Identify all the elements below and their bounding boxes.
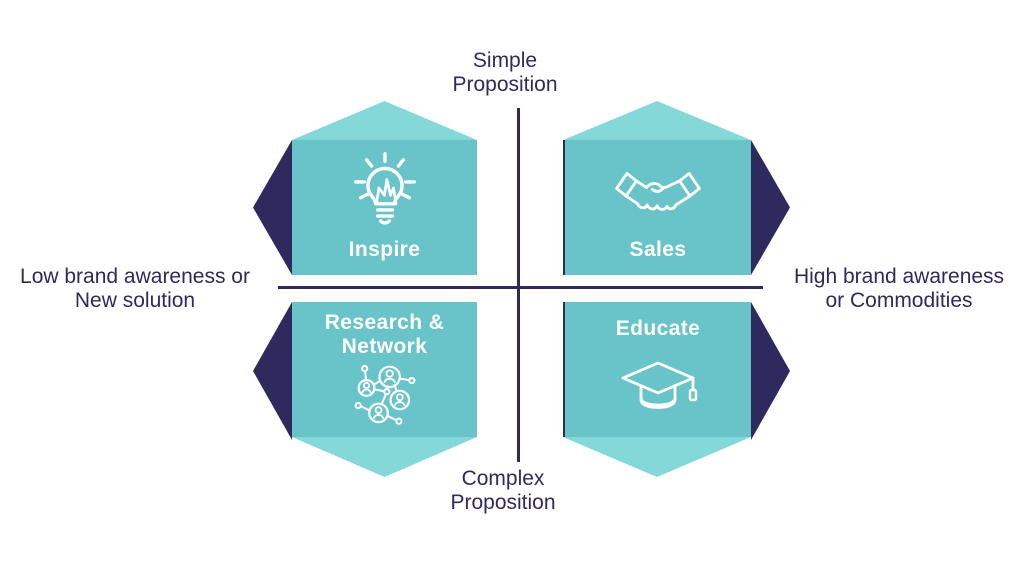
quadrant-inspire: Inspire: [292, 140, 477, 275]
axis-label-right-line1: High brand awareness: [793, 265, 1005, 288]
quadrant-research-network: Research & Network: [292, 302, 477, 437]
axis-label-top-line2: Proposition: [452, 72, 558, 96]
sales-roof-shape: [563, 101, 751, 140]
research-label-line1: Research &: [324, 311, 445, 334]
quadrant-inspire-label: Inspire: [348, 238, 421, 261]
research-left-arrow-shape: [253, 302, 292, 440]
quadrant-educate: Educate: [563, 302, 751, 437]
axis-label-left: Low brand awareness or New solution: [4, 265, 266, 313]
axis-label-bottom: Complex Proposition: [403, 467, 603, 515]
inspire-left-arrow-shape: [253, 140, 292, 275]
axis-label-top-line1: Simple: [472, 49, 538, 72]
quadrant-sales-label: Sales: [629, 238, 687, 261]
inspire-roof-shape: [292, 101, 477, 140]
quadrant-research-network-label: Research & Network: [292, 311, 477, 358]
axis-label-left-line1: Low brand awareness or: [20, 265, 250, 288]
quadrant-sales: Sales: [563, 140, 751, 275]
axis-label-bottom-line2: Proposition: [450, 490, 556, 514]
axis-label-top: Simple Proposition: [405, 49, 605, 97]
sales-right-arrow-shape: [751, 140, 790, 275]
graduation-cap-icon: [618, 360, 698, 418]
lightbulb-icon: [346, 147, 424, 229]
horizontal-axis-line: [278, 286, 763, 289]
educate-right-arrow-shape: [751, 302, 790, 440]
axis-label-bottom-line1: Complex: [461, 467, 545, 490]
handshake-icon: [611, 163, 705, 229]
research-label-line2: Network: [341, 334, 428, 358]
quadrant-educate-label: Educate: [615, 317, 701, 340]
axis-label-left-line2: New solution: [74, 288, 196, 312]
axis-label-right-line2: or Commodities: [825, 288, 973, 312]
axis-label-right: High brand awareness or Commodities: [768, 265, 1024, 313]
vertical-axis-line: [517, 108, 520, 462]
network-icon: [348, 362, 422, 425]
